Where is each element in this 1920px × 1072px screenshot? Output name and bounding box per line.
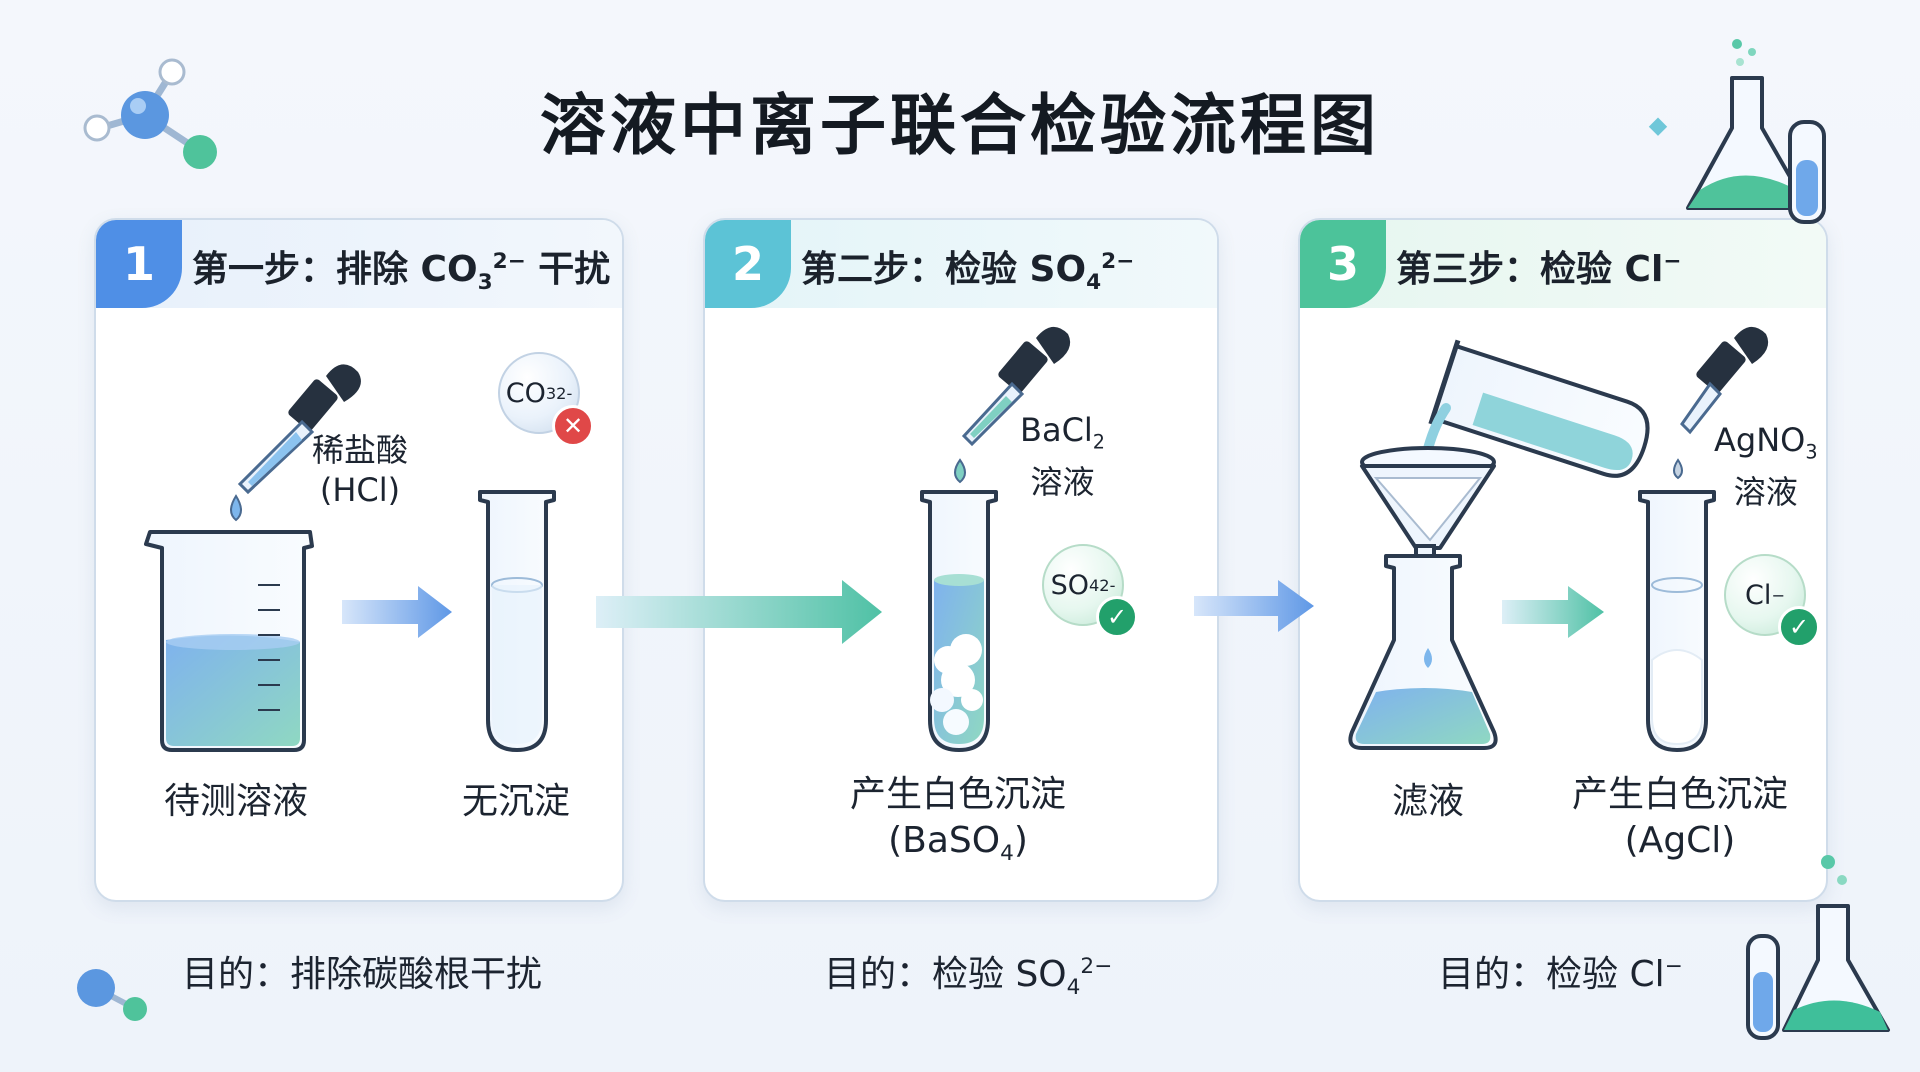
- check-icon: ✓: [1096, 596, 1138, 638]
- small-molecule-icon: [77, 969, 147, 1021]
- check-icon: ✓: [1778, 606, 1820, 648]
- page-title: 溶液中离子联合检验流程图: [540, 87, 1380, 164]
- reagent-hcl-label: 稀盐酸(HCl): [312, 431, 409, 509]
- step-1-badge: 1: [96, 220, 182, 308]
- label-no-precipitate: 无沉淀: [462, 781, 571, 822]
- cross-icon: ✕: [552, 405, 594, 447]
- step-1-title: 第一步：排除 CO32− 干扰: [192, 249, 611, 296]
- step-2-header: 2 第二步：检验 SO42−: [705, 220, 1217, 308]
- step-2-badge: 2: [705, 220, 791, 308]
- step-3-title: 第三步：检验 Cl−: [1396, 249, 1682, 290]
- step-2-card: 2 第二步：检验 SO42−: [703, 218, 1219, 902]
- purpose-step-1: 目的：排除碳酸根干扰: [182, 954, 543, 995]
- step-3-header: 3 第三步：检验 Cl−: [1300, 220, 1826, 308]
- step-1-header: 1 第一步：排除 CO32− 干扰: [96, 220, 622, 308]
- step-3-badge: 3: [1300, 220, 1386, 308]
- label-filtrate: 滤液: [1392, 781, 1465, 822]
- label-baso4-precipitate: 产生白色沉淀(BaSO4): [850, 774, 1067, 867]
- label-agcl-precipitate: 产生白色沉淀(AgCl): [1572, 774, 1789, 861]
- step-2-title: 第二步：检验 SO42−: [801, 249, 1135, 296]
- purpose-step-2: 目的：检验 SO42−: [824, 954, 1113, 1001]
- purpose-step-3: 目的：检验 Cl−: [1438, 954, 1683, 995]
- label-test-solution: 待测溶液: [164, 781, 309, 822]
